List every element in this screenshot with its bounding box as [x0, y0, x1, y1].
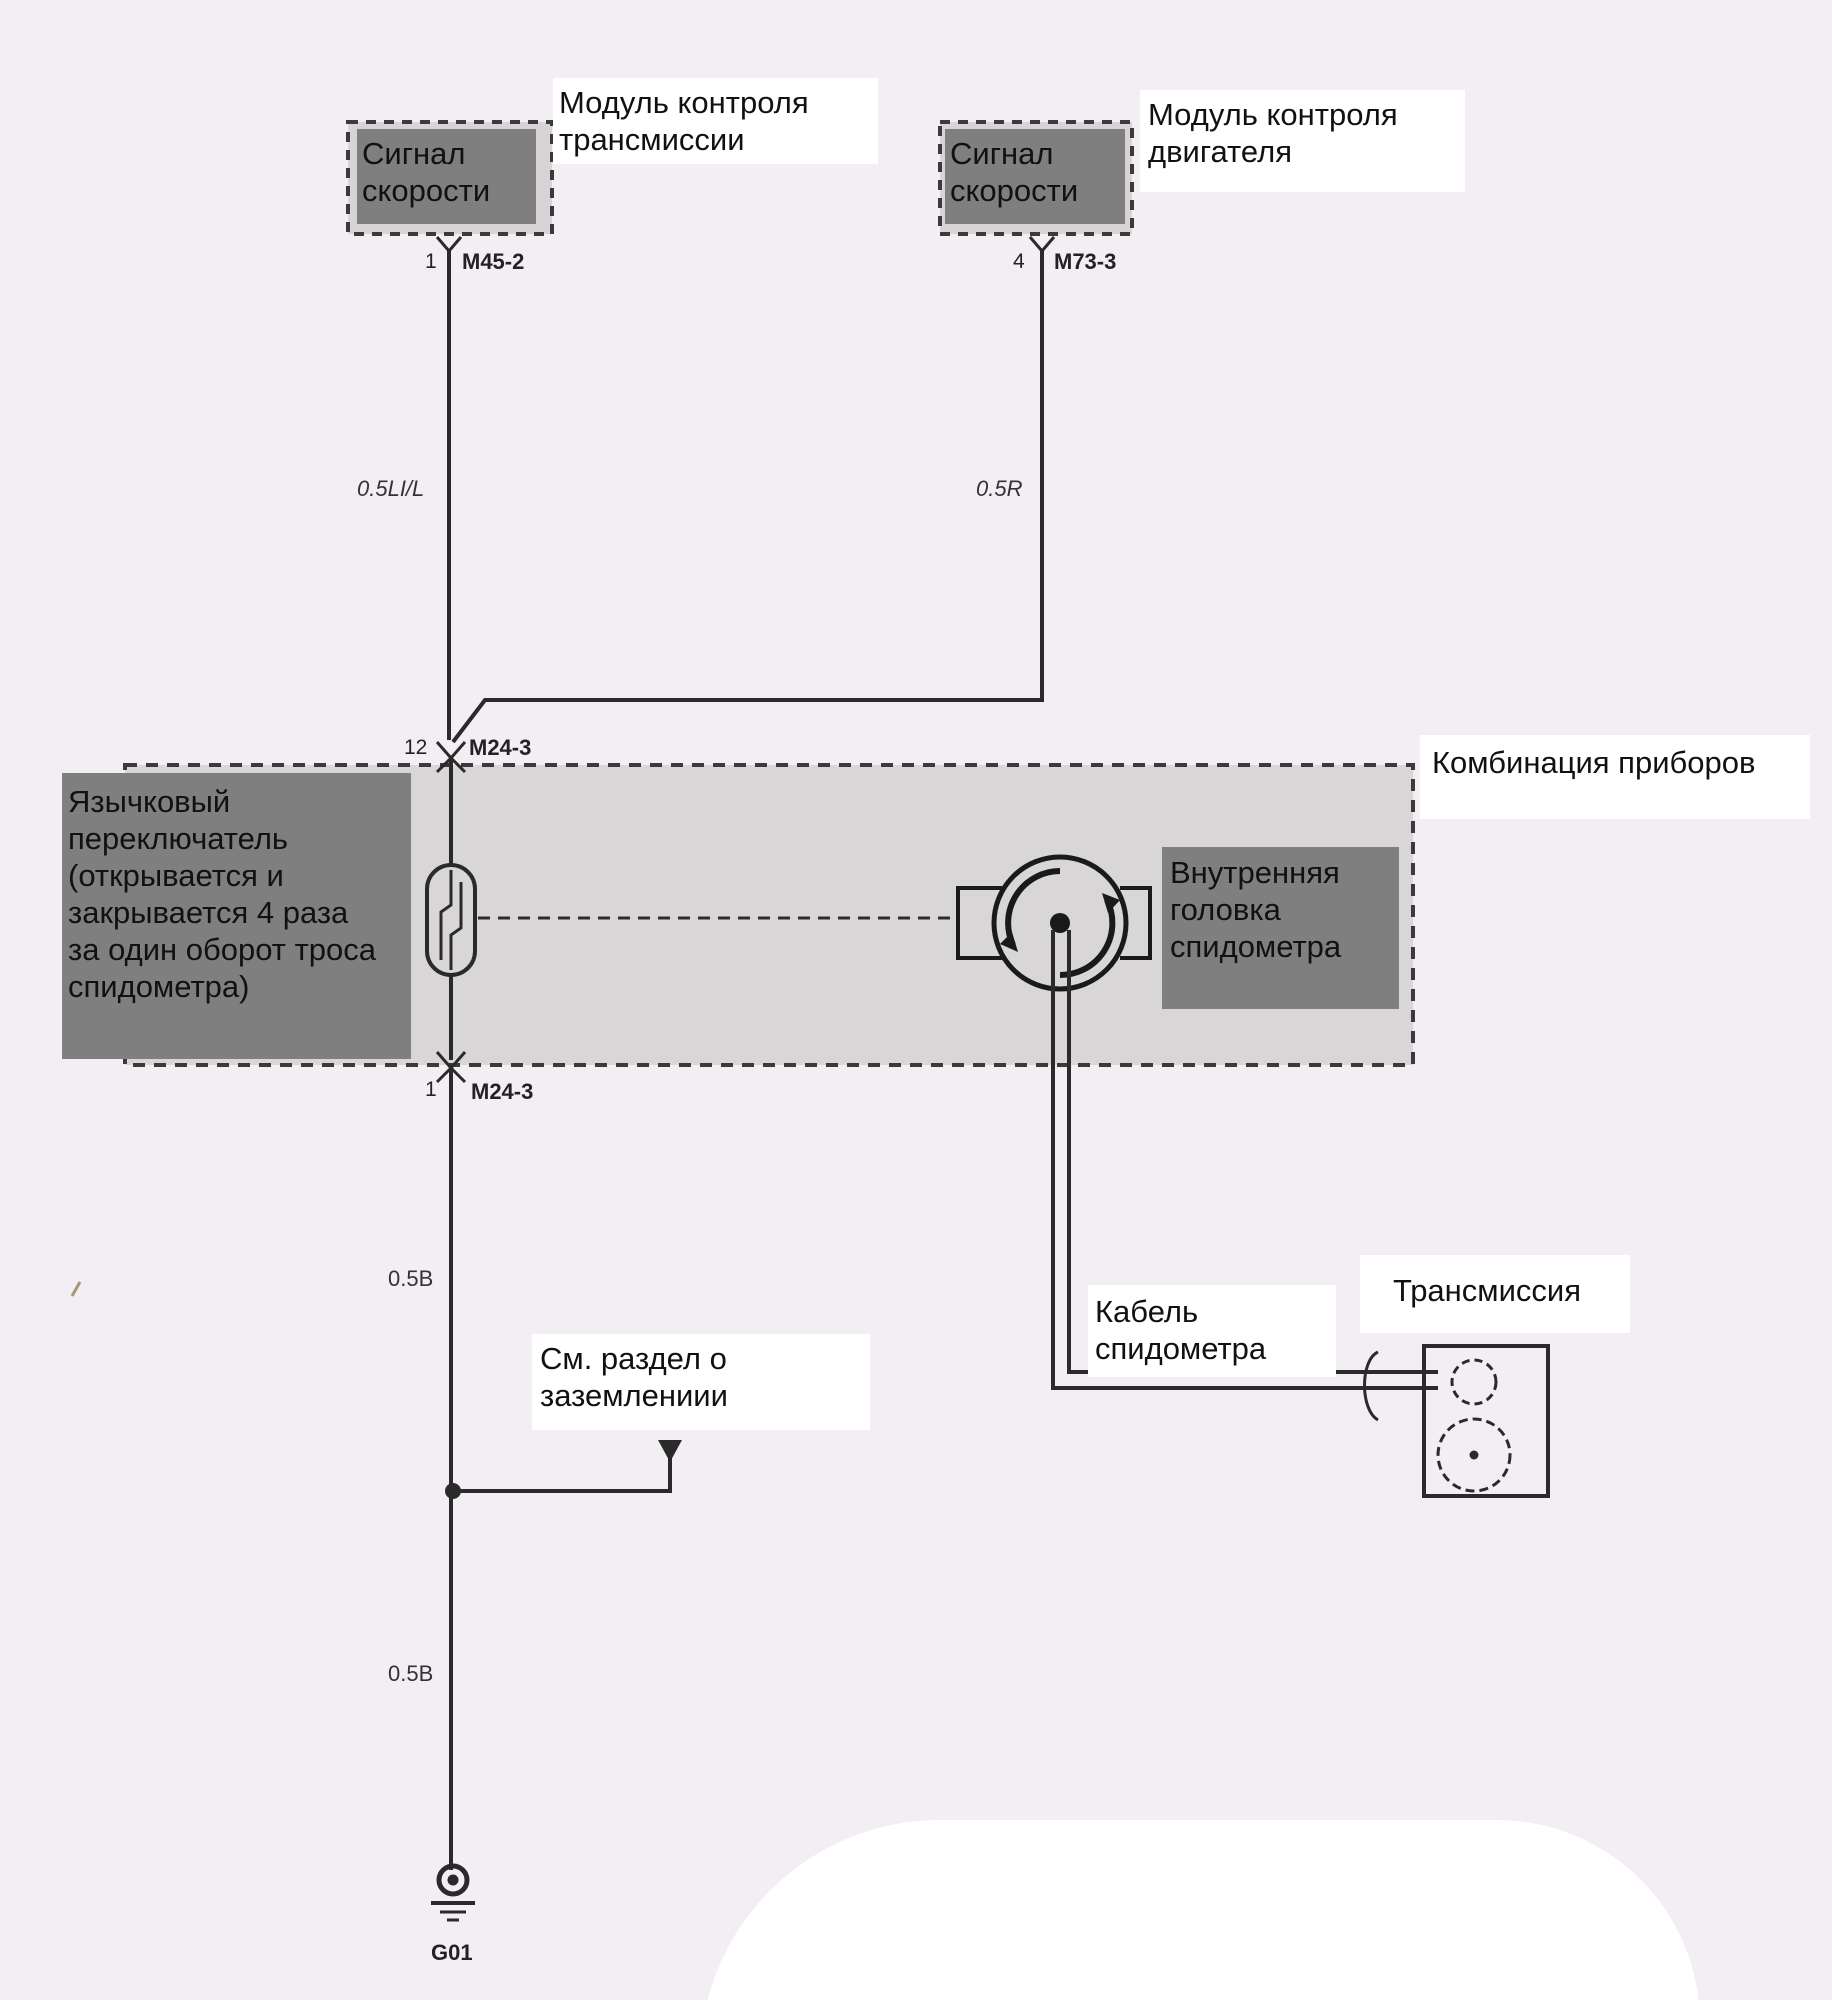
cluster-title-box: [1420, 735, 1810, 819]
cable-label-box: [1088, 1285, 1336, 1377]
reed-switch-line1: Язычковый: [68, 784, 231, 819]
cluster-top-pin-number: 12: [404, 736, 428, 759]
cluster-top-connector-symbol: [435, 741, 467, 774]
ecm-wire-label: 0.5R: [976, 476, 1023, 501]
tcm-signal-line2: скорости: [362, 173, 491, 208]
speedo-head-label-box: [1162, 847, 1399, 1009]
tcm-connector-label: M45-2: [462, 249, 525, 274]
tcm-title-box: [553, 78, 878, 164]
cable-label-line2: спидометра: [1095, 1331, 1267, 1366]
tcm-title-line2: трансмиссии: [559, 122, 745, 157]
cluster-bottom-connector-label: M24-3: [471, 1079, 534, 1104]
transmission-title-box: [1360, 1255, 1630, 1333]
tcm-wire-label: 0.5LI/L: [357, 476, 425, 501]
tcm-signal-box: [357, 129, 536, 224]
ground-ref-line2: заземлениии: [540, 1378, 728, 1413]
speedometer-head-symbol: [956, 854, 1152, 992]
scan-mark: [70, 1281, 82, 1297]
ecm-pin-number: 4: [1013, 250, 1025, 273]
ground-branch-wire: [453, 1450, 672, 1493]
reed-switch-line6: спидометра): [68, 969, 250, 1004]
ground-point-symbol: [431, 1863, 475, 1922]
ground-ref-line1: См. раздел о: [540, 1341, 727, 1376]
ecm-signal-line2: скорости: [950, 173, 1079, 208]
ecm-title-box: [1140, 90, 1465, 192]
ecm-title-line2: двигателя: [1148, 134, 1292, 169]
transmission-title: Трансмиссия: [1393, 1273, 1582, 1308]
reed-switch-label-box: [62, 773, 411, 1059]
ecm-title-line1: Модуль контроля: [1148, 97, 1398, 132]
reed-switch-line2: переключатель: [68, 821, 289, 856]
ground-ref-arrow: [658, 1440, 682, 1462]
cable-label-line1: Кабель: [1095, 1294, 1199, 1329]
speedo-head-line2: головка: [1170, 892, 1281, 927]
tcm-connector-symbol: [435, 236, 463, 252]
tcm-title-line1: Модуль контроля: [559, 85, 809, 120]
speedo-head-line1: Внутренняя: [1170, 855, 1340, 890]
cluster-title: Комбинация приборов: [1432, 745, 1756, 780]
ground-wire-upper-label: 0.5B: [388, 1266, 434, 1291]
reed-switch-line3: (открывается и: [68, 858, 284, 893]
ecm-signal-box: [945, 129, 1125, 224]
reed-switch-line5: за один оборот троса: [68, 932, 377, 967]
cluster-bottom-pin-number: 1: [425, 1078, 437, 1101]
cluster-top-connector-label: M24-3: [469, 735, 532, 760]
tcm-signal-line1: Сигнал: [362, 136, 466, 171]
reed-switch-line4: закрывается 4 раза: [68, 895, 349, 930]
ecm-signal-line1: Сигнал: [950, 136, 1054, 171]
speedo-head-line3: спидометра: [1170, 929, 1342, 964]
ground-wire-lower-label: 0.5B: [388, 1661, 434, 1686]
ground-point-label: G01: [431, 1940, 473, 1965]
tcm-pin-number: 1: [425, 250, 437, 273]
transmission-symbol: [1422, 1344, 1550, 1498]
ecm-connector-label: M73-3: [1054, 249, 1117, 274]
ecm-connector-symbol: [1028, 236, 1056, 252]
ecm-wire: [451, 251, 1044, 744]
cluster-bottom-connector-symbol: [435, 1051, 467, 1084]
ground-ref-box: [532, 1334, 870, 1430]
scan-blob: [700, 1820, 1700, 2000]
